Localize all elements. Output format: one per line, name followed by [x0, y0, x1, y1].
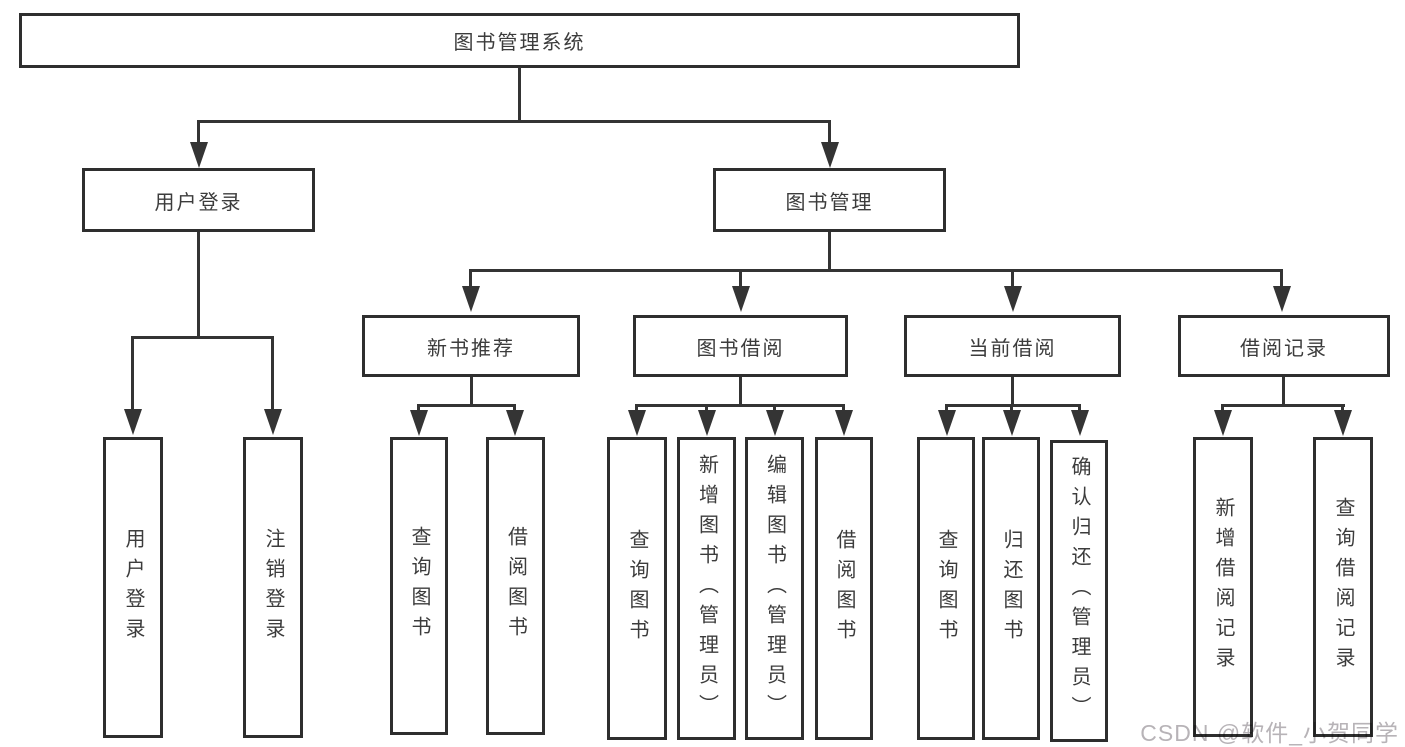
node-add-borrow-record: 新增借阅记录 — [1193, 437, 1253, 737]
connector-line — [705, 404, 708, 412]
node-logout-label: 注销登录 — [262, 527, 284, 648]
connector-arrow — [698, 410, 716, 436]
node-query-books-recommend: 查询图书 — [390, 437, 448, 735]
connector-arrow — [1004, 286, 1022, 312]
connector-line — [470, 377, 473, 406]
connector-line — [1078, 404, 1081, 412]
node-user-login-action: 用户登录 — [103, 437, 163, 738]
connector-line — [1011, 269, 1014, 286]
connector-line — [828, 232, 831, 272]
connector-line — [1221, 404, 1345, 407]
node-new-book-recommend-label: 新书推荐 — [427, 337, 515, 360]
node-borrow-books-recommend: 借阅图书 — [486, 437, 545, 735]
connector-arrow — [1273, 286, 1291, 312]
connector-line — [945, 404, 948, 412]
node-borrow-books-recommend-label: 借阅图书 — [504, 526, 527, 646]
connector-arrow — [766, 410, 784, 436]
node-add-borrow-record-label: 新增借阅记录 — [1212, 497, 1234, 677]
node-book-borrowing: 图书借阅 — [633, 315, 848, 377]
node-current-borrowing: 当前借阅 — [904, 315, 1121, 377]
connector-arrow — [821, 142, 839, 168]
node-current-borrowing-label: 当前借阅 — [968, 337, 1057, 360]
connector-line — [1282, 377, 1285, 406]
connector-line — [513, 404, 516, 412]
connector-line — [773, 404, 776, 412]
node-library-system-label: 图书管理系统 — [453, 32, 586, 54]
connector-arrow — [938, 410, 956, 436]
node-query-books-borrowing: 查询图书 — [607, 437, 667, 740]
node-book-borrowing-label: 图书借阅 — [696, 337, 785, 360]
connector-line — [1221, 404, 1224, 412]
connector-line — [417, 404, 516, 407]
connector-arrow — [462, 286, 480, 312]
connector-arrow — [1334, 410, 1352, 436]
connector-arrow — [835, 410, 853, 436]
connector-arrow — [1071, 410, 1089, 436]
node-query-books-recommend-label: 查询图书 — [408, 526, 430, 646]
connector-line — [1280, 269, 1283, 286]
connector-line — [131, 336, 134, 410]
connector-line — [635, 404, 845, 407]
connector-line — [1011, 377, 1014, 406]
node-new-book-recommend: 新书推荐 — [362, 315, 580, 377]
connector-arrow — [506, 410, 524, 436]
connector-arrow — [1003, 410, 1021, 436]
node-query-books-borrowing-label: 查询图书 — [626, 528, 648, 649]
connector-line — [1010, 404, 1013, 412]
connector-line — [197, 120, 200, 144]
connector-arrow — [190, 142, 208, 168]
connector-arrow — [628, 410, 646, 436]
node-borrowing-records-label: 借阅记录 — [1240, 337, 1328, 360]
node-borrow-books-action-label: 借阅图书 — [833, 528, 855, 649]
node-confirm-return-admin: 确认归还（管理员） — [1050, 440, 1108, 742]
csdn-watermark: CSDN @软件_小贺同学 — [1140, 720, 1399, 746]
node-add-books-admin: 新增图书（管理员） — [677, 437, 736, 740]
connector-arrow — [1214, 410, 1232, 436]
node-user-login: 用户登录 — [82, 168, 315, 232]
connector-line — [131, 336, 274, 339]
node-logout: 注销登录 — [243, 437, 303, 738]
node-return-books: 归还图书 — [982, 437, 1040, 740]
node-borrow-books-action: 借阅图书 — [815, 437, 873, 740]
connector-line — [828, 120, 831, 144]
connector-line — [197, 232, 200, 339]
node-book-management-label: 图书管理 — [785, 191, 874, 214]
node-edit-books-admin-label: 编辑图书（管理员） — [763, 453, 786, 724]
node-book-management: 图书管理 — [713, 168, 946, 232]
connector-line — [469, 269, 472, 286]
node-borrowing-records: 借阅记录 — [1178, 315, 1390, 377]
connector-line — [842, 404, 845, 412]
connector-arrow — [124, 409, 142, 435]
connector-line — [518, 67, 521, 123]
node-library-system: 图书管理系统 — [19, 13, 1020, 68]
connector-line — [945, 404, 1081, 407]
connector-line — [469, 269, 1283, 272]
connector-line — [739, 377, 742, 406]
connector-line — [739, 269, 742, 286]
node-query-books-current: 查询图书 — [917, 437, 975, 740]
connector-arrow — [410, 410, 428, 436]
connector-line — [271, 336, 274, 410]
connector-arrow — [264, 409, 282, 435]
node-user-login-label: 用户登录 — [154, 191, 243, 214]
node-edit-books-admin: 编辑图书（管理员） — [745, 437, 804, 740]
node-query-borrow-record-label: 查询借阅记录 — [1332, 497, 1354, 677]
connector-line — [197, 120, 831, 123]
connector-line — [417, 404, 420, 412]
node-confirm-return-admin-label: 确认归还（管理员） — [1068, 456, 1090, 726]
node-query-books-current-label: 查询图书 — [935, 528, 957, 649]
connector-line — [635, 404, 638, 412]
connector-line — [1341, 404, 1344, 412]
connector-arrow — [732, 286, 750, 312]
node-user-login-action-label: 用户登录 — [122, 527, 144, 648]
node-query-borrow-record: 查询借阅记录 — [1313, 437, 1373, 737]
node-add-books-admin-label: 新增图书（管理员） — [695, 453, 718, 724]
node-return-books-label: 归还图书 — [1000, 528, 1022, 649]
